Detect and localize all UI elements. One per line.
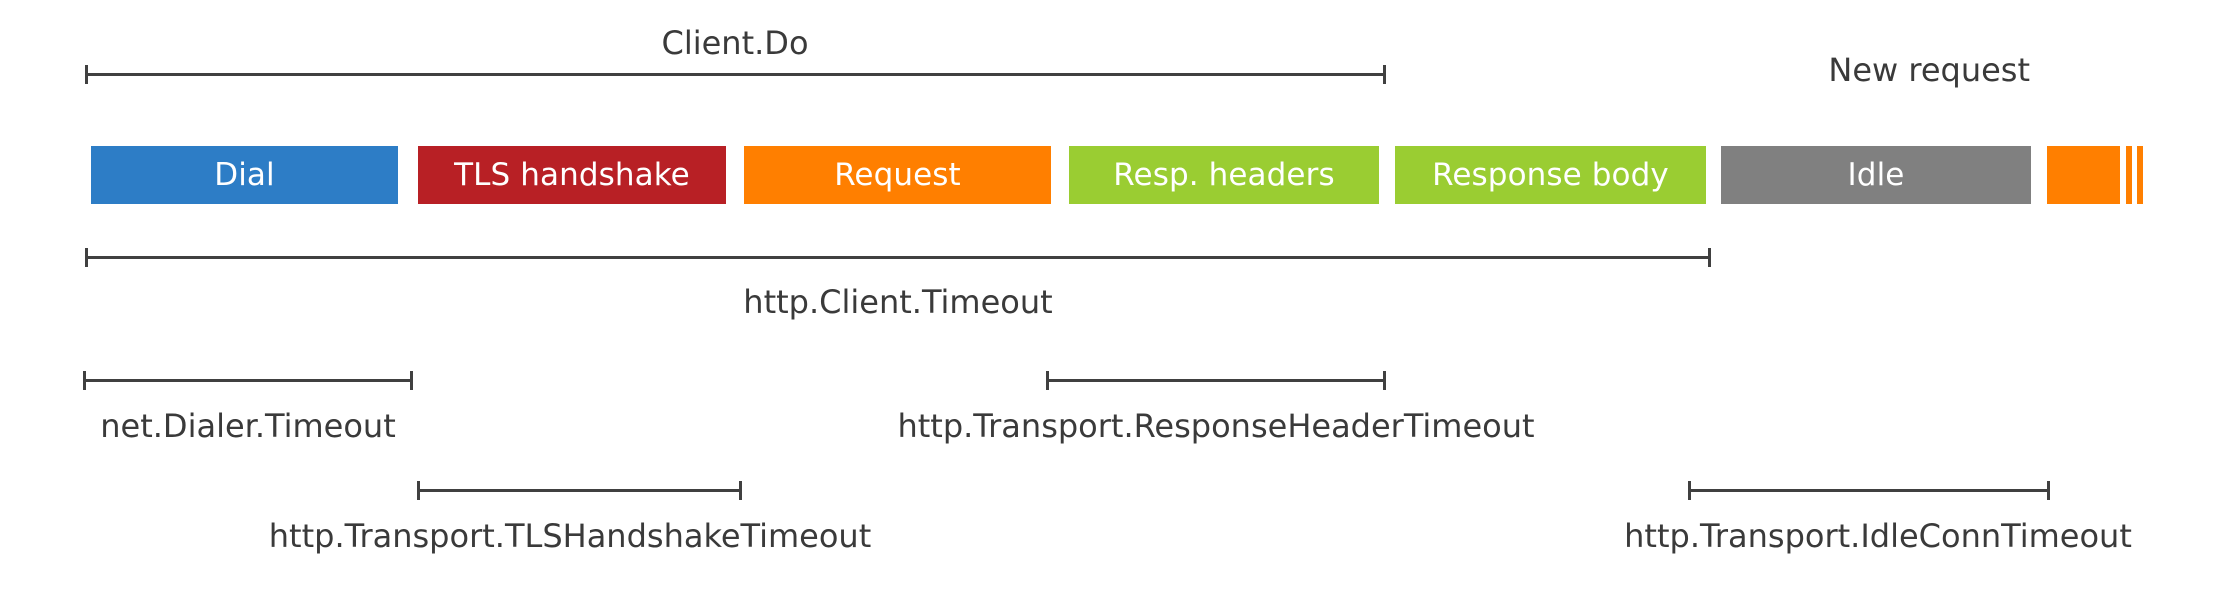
phase-bar-idle: Idle: [1721, 146, 2031, 204]
bracket-label-net-dialer-timeout: net.Dialer.Timeout: [100, 407, 396, 445]
bracket-cap-right: [739, 481, 742, 500]
bracket-cap-left: [83, 371, 86, 390]
bracket-cap-left: [85, 248, 88, 267]
phase-bar-dial: Dial: [91, 146, 398, 204]
bracket-client-do: [85, 65, 1386, 84]
bracket-rule: [83, 379, 413, 382]
phase-bar-resp-headers: Resp. headers: [1069, 146, 1379, 204]
phase-bar-label: TLS handshake: [454, 156, 690, 193]
bracket-cap-right: [410, 371, 413, 390]
bracket-rule: [85, 256, 1711, 259]
phase-bar-response-body: Response body: [1395, 146, 1706, 204]
phase-bar-request: Request: [744, 146, 1051, 204]
bracket-idle-conn-timeout: [1688, 481, 2050, 500]
bracket-label-tls-handshake-timeout: http.Transport.TLSHandshakeTimeout: [268, 517, 872, 555]
phase-bar-label: Response body: [1432, 156, 1669, 193]
phase-bar-new-request: [2047, 146, 2120, 204]
bracket-tls-handshake-timeout: [417, 481, 742, 500]
phase-bar-new-request: [2137, 146, 2143, 204]
bracket-rule: [1046, 379, 1386, 382]
phase-bar-new-request: [2126, 146, 2132, 204]
phase-bar-tls-handshake: TLS handshake: [418, 146, 726, 204]
bracket-rule: [85, 73, 1386, 76]
phase-bar-label: Idle: [1847, 156, 1905, 193]
bracket-cap-left: [85, 65, 88, 84]
phase-bar-label: Dial: [214, 156, 275, 193]
bracket-label-http-client-timeout: http.Client.Timeout: [743, 283, 1053, 321]
bracket-rule: [417, 489, 742, 492]
bracket-response-header-timeout: [1046, 371, 1386, 390]
bracket-label-idle-conn-timeout: http.Transport.IdleConnTimeout: [1624, 517, 2132, 555]
bracket-label-response-header-timeout: http.Transport.ResponseHeaderTimeout: [897, 407, 1535, 445]
bracket-label-client-do: Client.Do: [661, 24, 809, 62]
bracket-http-client-timeout: [85, 248, 1711, 267]
bracket-cap-left: [417, 481, 420, 500]
bracket-cap-right: [1383, 371, 1386, 390]
bracket-cap-left: [1046, 371, 1049, 390]
bracket-cap-left: [1688, 481, 1691, 500]
bracket-cap-right: [2047, 481, 2050, 500]
bracket-cap-right: [1708, 248, 1711, 267]
new-request-label: New request: [1828, 51, 2030, 89]
phase-bar-label: Resp. headers: [1113, 156, 1335, 193]
phase-bar-label: Request: [834, 156, 961, 193]
bracket-net-dialer-timeout: [83, 371, 413, 390]
bracket-cap-right: [1383, 65, 1386, 84]
bracket-rule: [1688, 489, 2050, 492]
